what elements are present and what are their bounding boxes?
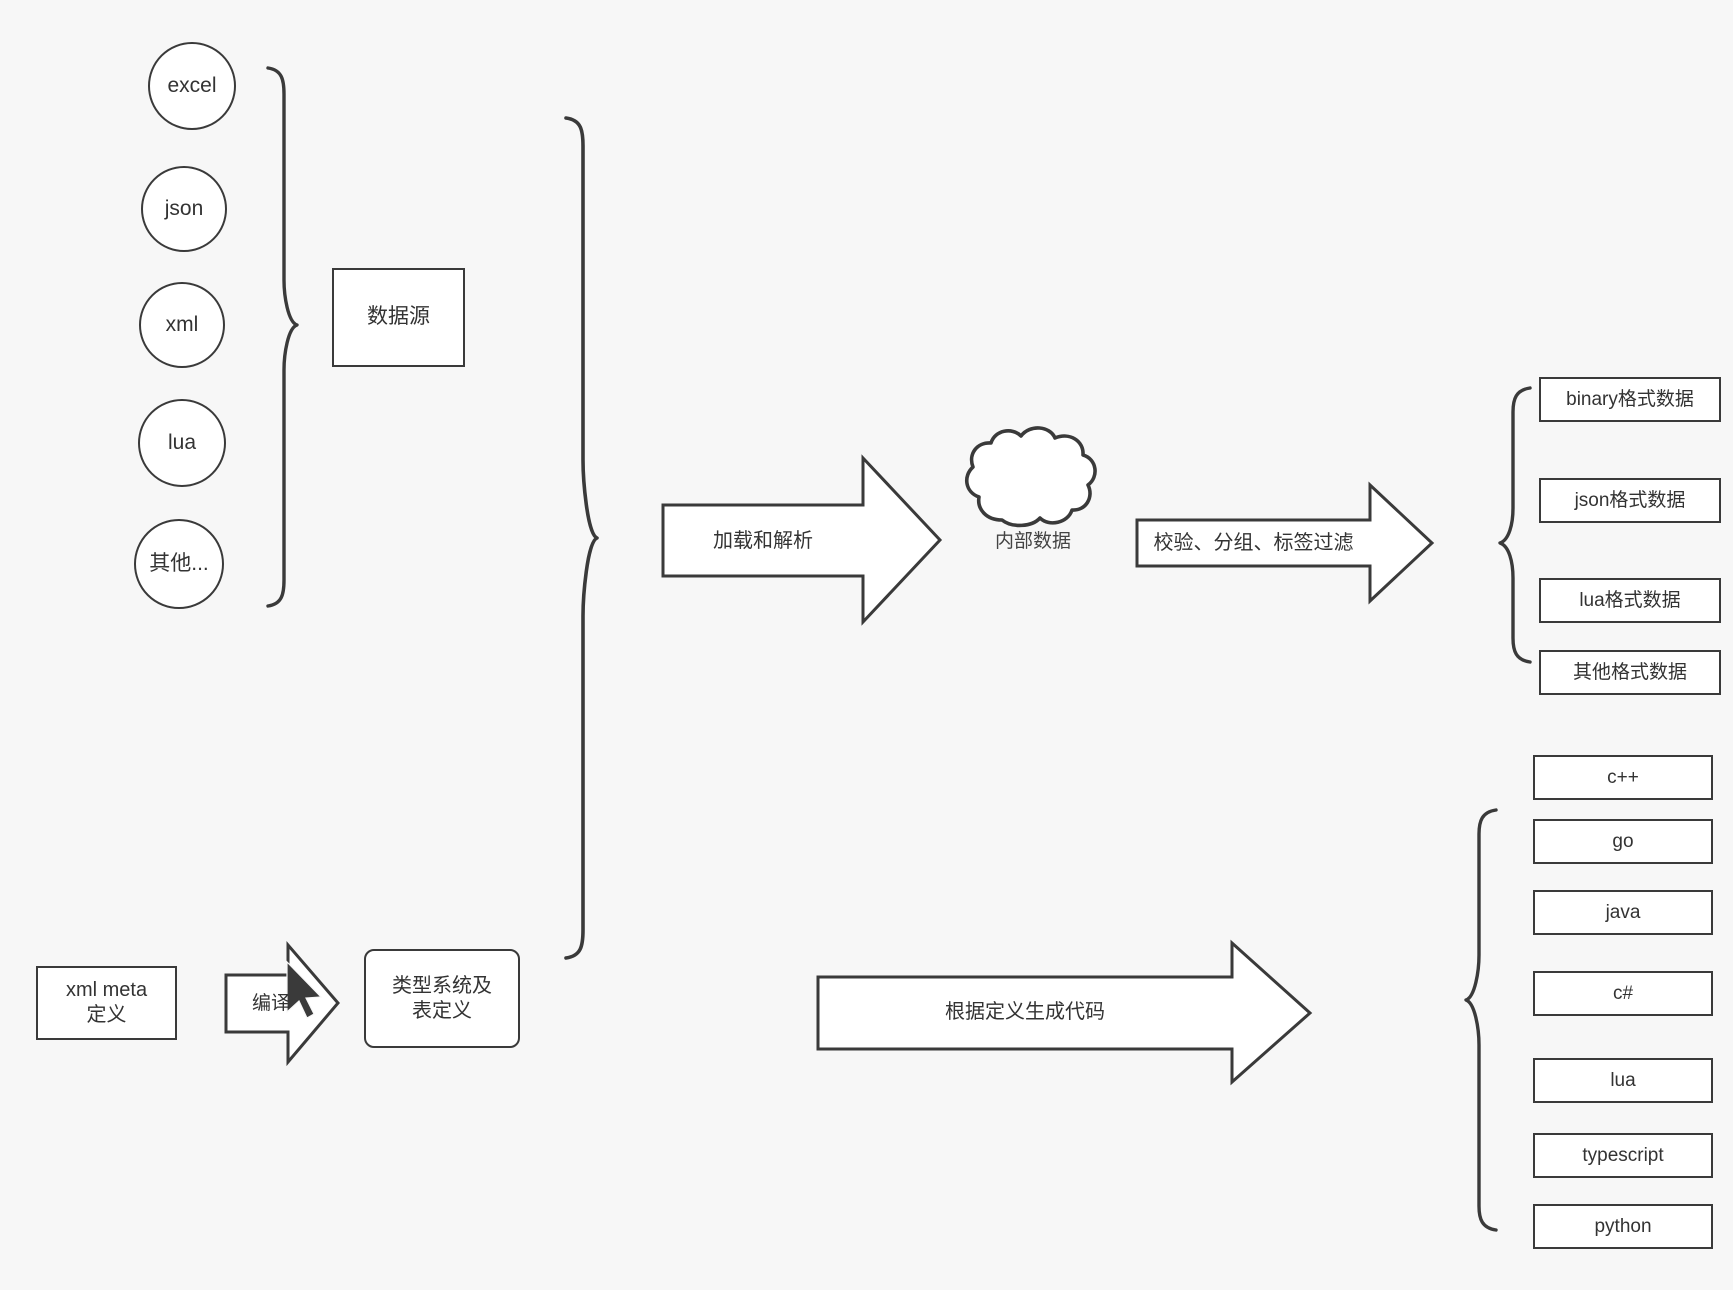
xml-meta-definition-box[interactable]: xml meta定义 [36,966,177,1040]
data-output-label: json格式数据 [1574,489,1686,511]
source-node-xml[interactable]: xml [139,282,225,368]
codegen-arrow-label: 根据定义生成代码 [945,1001,1105,1023]
code-output-csharp[interactable]: c# [1533,971,1713,1016]
type-system-label: 类型系统及表定义 [392,974,492,1022]
data-output-json[interactable]: json格式数据 [1539,478,1721,523]
codegen-arrow [816,939,1313,1086]
filter-arrow-label: 校验、分组、标签过滤 [1153,532,1354,554]
data-output-binary[interactable]: binary格式数据 [1539,377,1721,422]
source-node-json[interactable]: json [141,166,227,252]
load-parse-arrow-label: 加载和解析 [713,530,813,552]
code-output-label: lua [1610,1069,1636,1091]
code-output-typescript[interactable]: typescript [1533,1133,1713,1178]
data-source-group-box[interactable]: 数据源 [332,268,465,367]
internal-data-cloud [965,426,1097,528]
code-output-label: java [1605,901,1641,923]
mouse-cursor-icon [286,960,323,1019]
xml-meta-label: xml meta定义 [65,979,148,1026]
source-label: lua [167,430,197,454]
data-outputs-brace [1498,386,1532,664]
code-output-label: c++ [1607,766,1639,788]
source-label: json [164,196,204,220]
data-output-label: binary格式数据 [1566,388,1694,410]
sources-brace [266,66,299,608]
source-label: 其他... [149,551,209,575]
data-output-label: lua格式数据 [1579,589,1681,611]
code-output-lua[interactable]: lua [1533,1058,1713,1103]
code-output-label: typescript [1582,1144,1664,1166]
code-output-java[interactable]: java [1533,890,1713,935]
code-output-label: go [1612,830,1634,852]
code-outputs-brace [1464,808,1498,1232]
source-node-other[interactable]: 其他... [134,519,224,609]
code-output-go[interactable]: go [1533,819,1713,864]
source-node-excel[interactable]: excel [148,42,236,130]
data-output-label: 其他格式数据 [1572,661,1687,683]
code-output-label: python [1594,1215,1652,1237]
code-output-label: c# [1612,982,1634,1004]
source-label: xml [165,312,199,336]
data-output-other[interactable]: 其他格式数据 [1539,650,1721,695]
filter-arrow [1135,481,1435,605]
load-parse-arrow [661,454,943,626]
data-source-group-label: 数据源 [367,305,430,329]
code-output-python[interactable]: python [1533,1204,1713,1249]
source-node-lua[interactable]: lua [138,399,226,487]
pipeline-input-brace [564,116,599,960]
internal-data-label: 内部数据 [994,531,1071,552]
data-output-lua[interactable]: lua格式数据 [1539,578,1721,623]
type-system-box[interactable]: 类型系统及表定义 [364,949,520,1048]
compile-arrow-label: 编译 [251,993,290,1014]
code-output-cpp[interactable]: c++ [1533,755,1713,800]
source-label: excel [167,73,217,97]
